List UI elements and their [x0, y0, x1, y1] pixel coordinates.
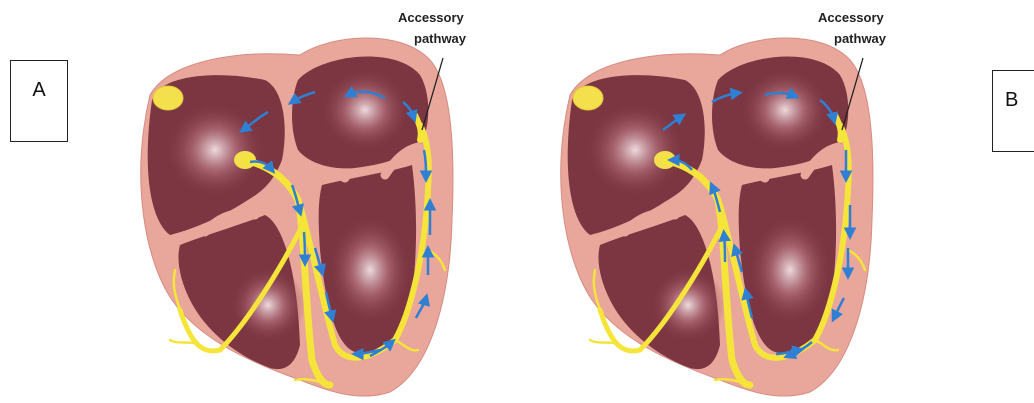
callout-accessory-line1: Accessory [818, 10, 885, 25]
chamber-highlight [748, 215, 832, 325]
chamber-highlight [585, 102, 685, 198]
chamber-highlight [328, 215, 412, 325]
callout-accessory-line2: pathway [834, 31, 887, 46]
chamber-highlight [740, 68, 830, 152]
arrow [724, 234, 725, 262]
chamber-highlight [165, 102, 265, 198]
heart-diagram-a: Accessory pathway [141, 10, 467, 396]
heart-diagram-b: Accessory pathway [561, 10, 887, 396]
arrow [304, 232, 305, 262]
chamber-highlight [230, 267, 306, 343]
sa-node [153, 86, 183, 110]
callout-accessory-line1: Accessory [398, 10, 465, 25]
chamber-highlight [320, 68, 410, 152]
sa-node [573, 86, 603, 110]
callout-accessory-line2: pathway [414, 31, 467, 46]
chamber-highlight [650, 267, 726, 343]
